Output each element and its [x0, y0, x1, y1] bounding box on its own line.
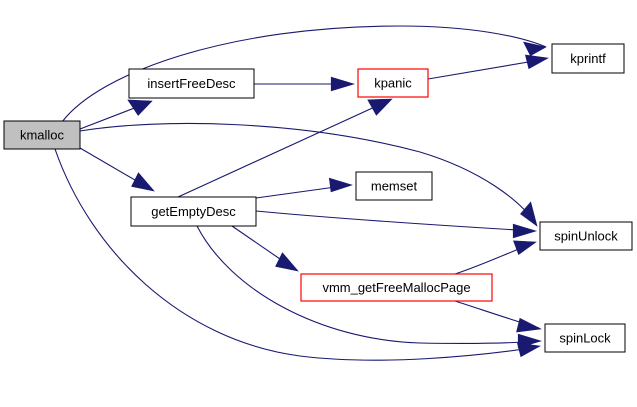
node-label-spinUnlock: spinUnlock [554, 228, 618, 243]
edge-arrowhead [524, 54, 549, 70]
node-label-getEmptyDesc: getEmptyDesc [151, 204, 236, 219]
node-box-spinUnlock[interactable] [539, 221, 633, 251]
node-label-spinLock: spinLock [559, 330, 611, 345]
edge-vmm_getFreeMallocPage-to-spinUnlock [454, 240, 537, 275]
edge-arrowhead [367, 98, 393, 116]
node-kprintf[interactable]: kprintf [551, 43, 625, 74]
edge-insertFreeDesc-to-kpanic [254, 76, 356, 92]
node-label-kpanic: kpanic [374, 75, 412, 90]
edge-line [79, 122, 537, 225]
node-label-insertFreeDesc: insertFreeDesc [147, 76, 236, 91]
edge-getEmptyDesc-to-memset [255, 177, 354, 199]
edge-line [61, 25, 547, 123]
edge-arrowhead [275, 252, 299, 272]
edge-line [54, 148, 539, 361]
nodes-layer: kmalloc insertFreeDesc kpanic kprintf getEmp… [3, 43, 633, 353]
node-box-spinLock[interactable] [544, 323, 626, 353]
node-box-kpanic[interactable] [357, 68, 429, 98]
edge-arrowhead [328, 177, 354, 193]
edge-arrowhead [131, 172, 155, 192]
node-kpanic[interactable]: kpanic [357, 68, 429, 98]
edge-getEmptyDesc-to-vmm_getFreeMallocPage [231, 225, 299, 272]
edge-kmalloc-to-insertFreeDesc [79, 99, 153, 130]
edge-arrowhead [330, 76, 356, 92]
edge-arrowhead [512, 223, 538, 239]
node-vmm_getFreeMallocPage[interactable]: vmm_getFreeMallocPage [300, 273, 493, 302]
edge-getEmptyDesc-to-spinUnlock [255, 210, 538, 239]
node-insertFreeDesc[interactable]: insertFreeDesc [128, 68, 255, 99]
edge-arrowhead [516, 342, 541, 358]
edge-vmm_getFreeMallocPage-to-spinLock [454, 300, 543, 333]
edge-kmalloc-to-spinUnlock [79, 122, 538, 227]
node-box-vmm_getFreeMallocPage[interactable] [300, 273, 493, 302]
node-box-memset[interactable] [355, 171, 433, 201]
edge-arrowhead [516, 317, 543, 333]
node-memset[interactable]: memset [355, 171, 433, 201]
edge-kpanic-to-kprintf [427, 54, 549, 80]
edge-kmalloc-to-getEmptyDesc [79, 147, 155, 192]
node-label-kmalloc: kmalloc [20, 127, 65, 142]
node-box-insertFreeDesc[interactable] [128, 68, 255, 99]
edge-getEmptyDesc-to-kpanic [177, 98, 393, 198]
edge-line [177, 99, 391, 198]
edge-arrowhead [520, 201, 538, 227]
node-getEmptyDesc[interactable]: getEmptyDesc [130, 196, 257, 227]
node-label-memset: memset [371, 178, 418, 193]
node-box-kmalloc[interactable] [3, 120, 81, 150]
edge-arrowhead [523, 41, 547, 57]
edge-line [196, 225, 540, 344]
edge-line [255, 210, 535, 232]
node-box-kprintf[interactable] [551, 43, 625, 74]
edge-kmalloc-to-kprintf [61, 25, 547, 123]
edge-arrowhead [127, 99, 153, 116]
edges-layer [54, 25, 549, 361]
node-label-kprintf: kprintf [570, 51, 606, 66]
edge-arrowhead [513, 240, 537, 256]
node-label-vmm_getFreeMallocPage: vmm_getFreeMallocPage [322, 280, 470, 295]
node-spinUnlock[interactable]: spinUnlock [539, 221, 633, 251]
edge-kmalloc-to-spinLock [54, 148, 541, 361]
node-spinLock[interactable]: spinLock [544, 323, 626, 353]
node-kmalloc[interactable]: kmalloc [3, 120, 81, 150]
node-box-getEmptyDesc[interactable] [130, 196, 257, 227]
